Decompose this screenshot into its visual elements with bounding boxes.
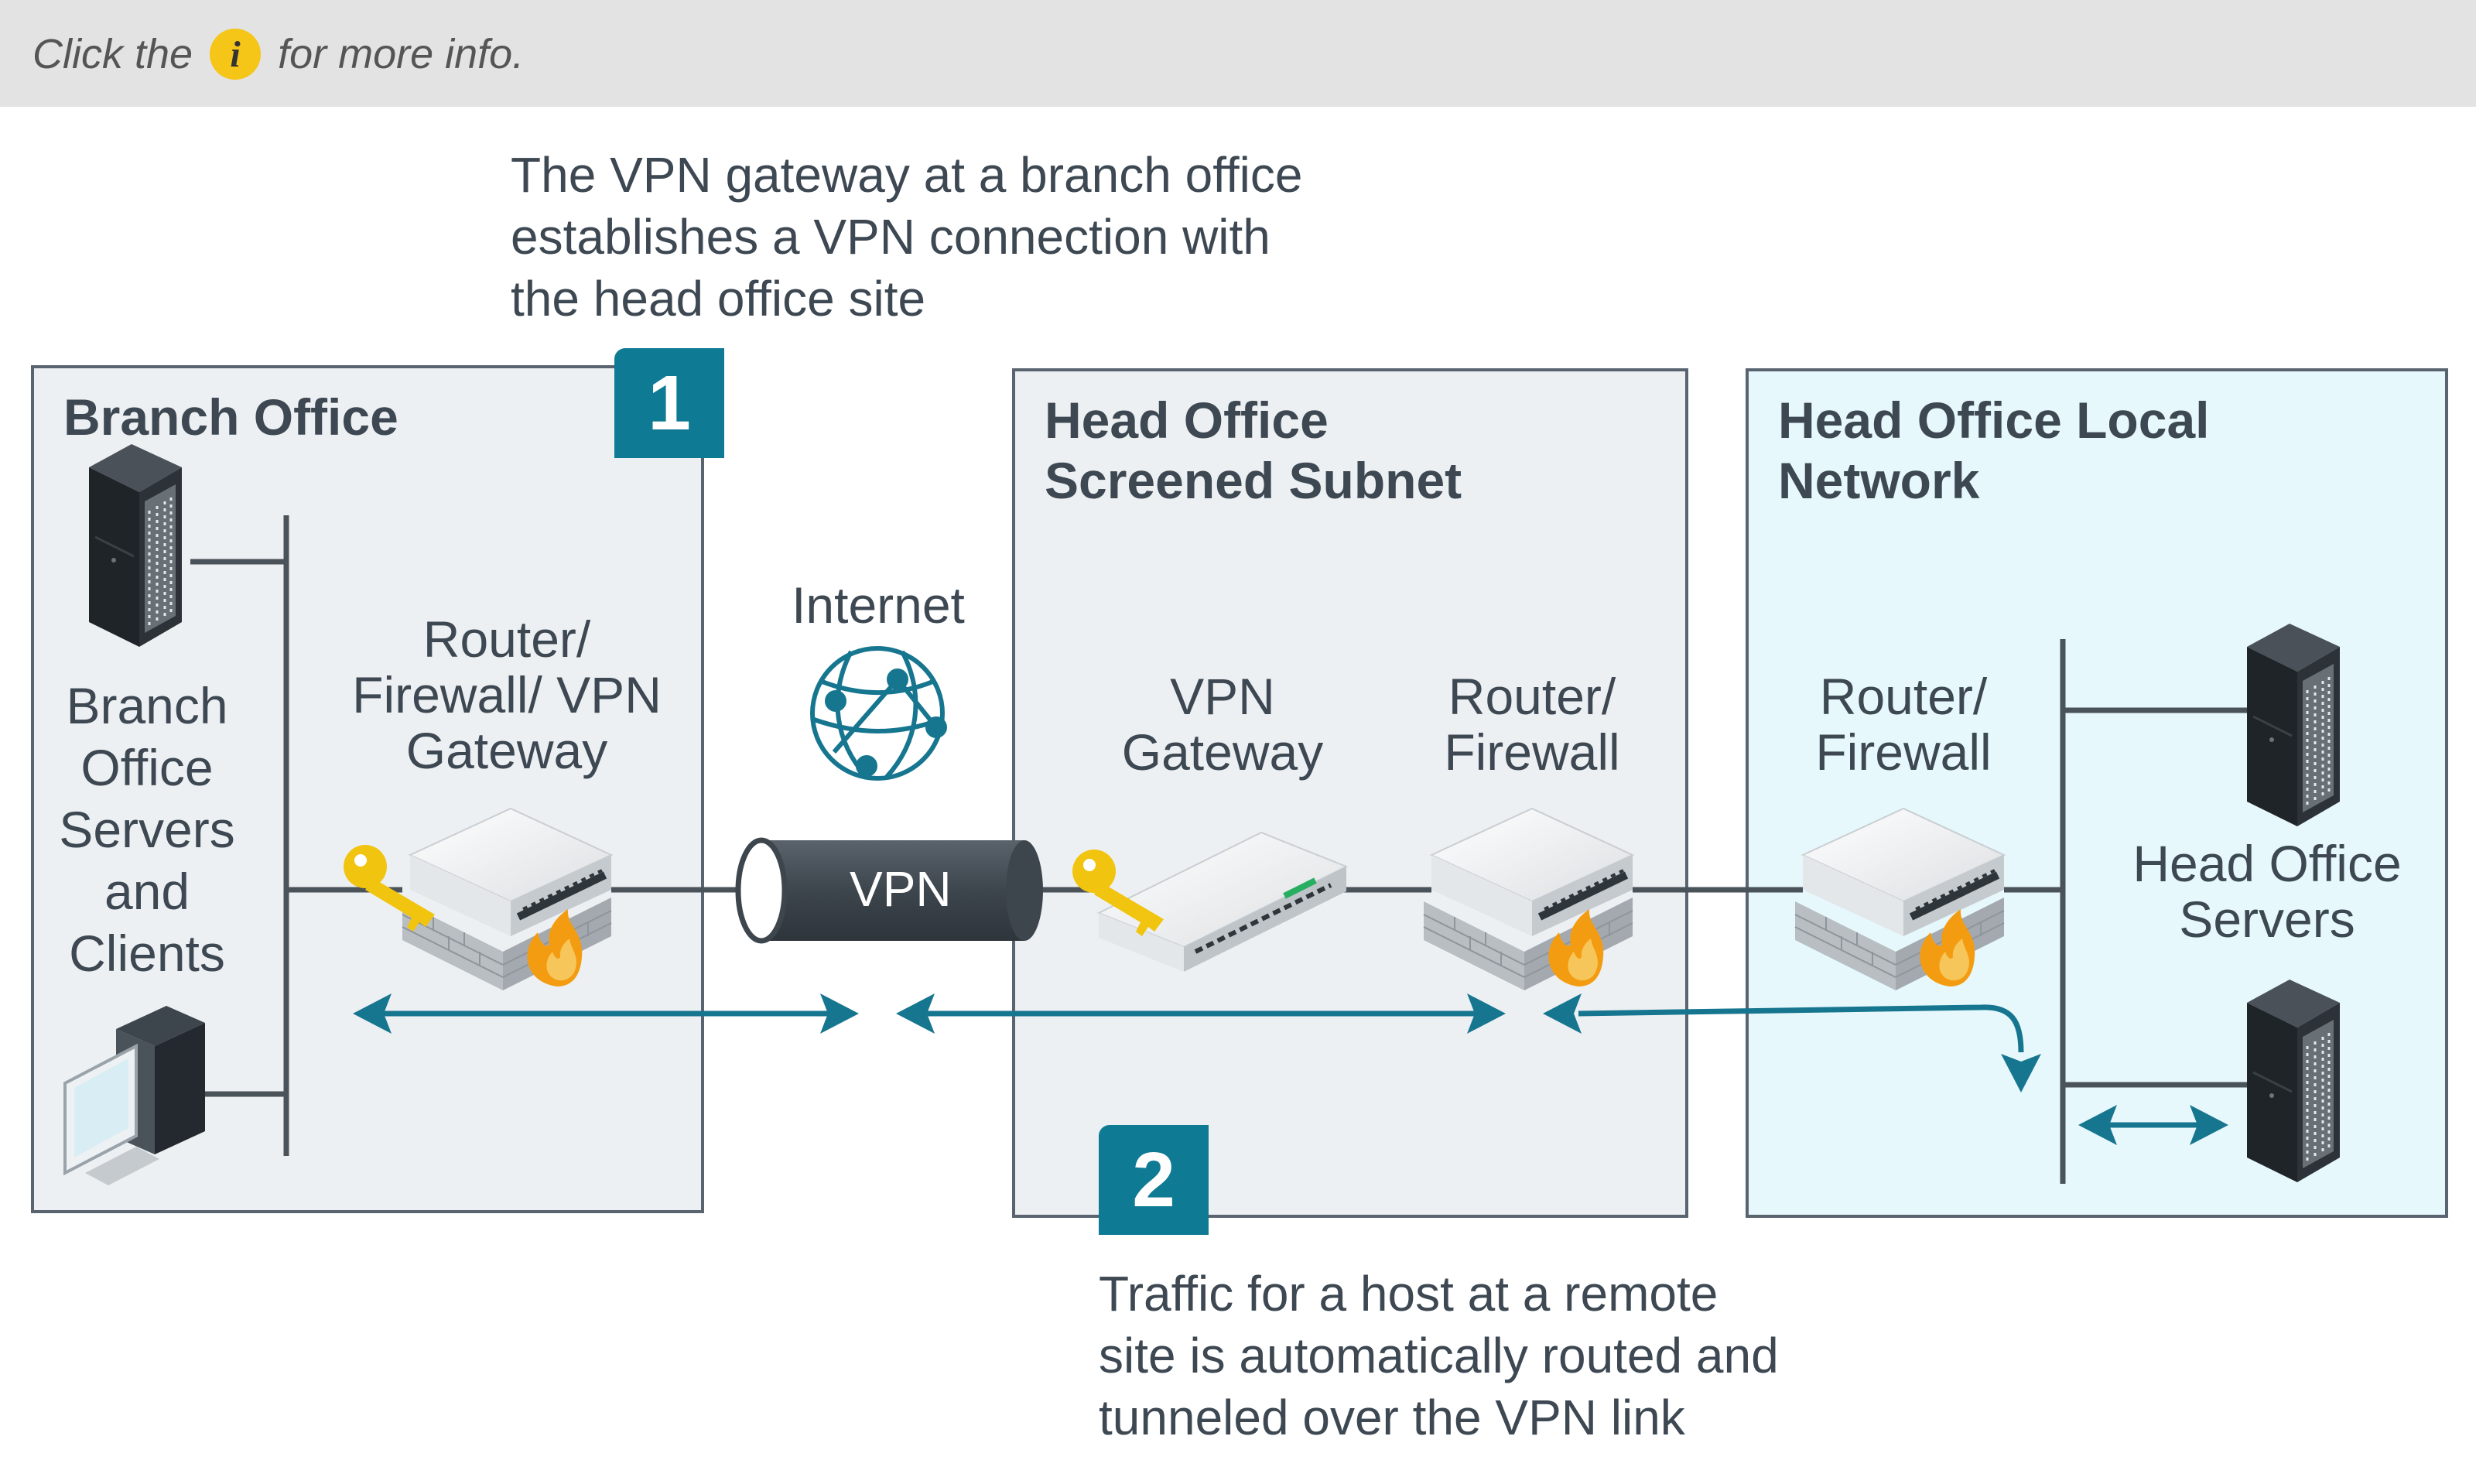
traffic-arrows	[353, 993, 2228, 1145]
info-bar: Click the i for more info.	[0, 0, 2476, 107]
branch-router-label: Router/ Firewall/ VPN Gateway	[352, 610, 662, 779]
head-office-server2-icon	[2245, 978, 2341, 1184]
branch-router-firewall-icon	[402, 809, 611, 990]
vpn-gateway-label: VPN Gateway	[1121, 668, 1324, 781]
screened-router-label: Router/ Firewall	[1444, 668, 1620, 781]
info-icon[interactable]: i	[210, 29, 262, 80]
local-router-label: Router/ Firewall	[1815, 668, 1992, 781]
internet-globe-icon	[810, 646, 947, 781]
step1-badge[interactable]: 1	[614, 348, 724, 458]
screened-subnet-zone: Head Office Screened Subnet	[1012, 368, 1688, 1218]
vpn-tunnel-label: VPN	[850, 861, 952, 917]
branch-server-icon	[87, 443, 183, 648]
head-office-server1-icon	[2245, 622, 2341, 828]
hint-text-before: Click the	[32, 31, 193, 77]
vpn-gateway-icon	[1096, 831, 1349, 972]
step2-callout-text: Traffic for a host at a remote site is a…	[1099, 1266, 1779, 1445]
branch-client-icon	[63, 1006, 205, 1185]
step2-badge[interactable]: 2	[1099, 1125, 1209, 1235]
vpn-tunnel-icon	[735, 837, 1043, 944]
screened-subnet-title: Head Office Screened Subnet	[1045, 392, 1462, 509]
internet-label: Internet	[792, 576, 965, 634]
step1-callout-text: The VPN gateway at a branch office estab…	[511, 147, 1303, 327]
branch-office-title: Branch Office	[63, 388, 398, 446]
screened-router-firewall-icon	[1424, 809, 1633, 990]
head-office-servers-label: Head Office Servers	[2132, 835, 2402, 948]
local-router-firewall-icon	[1795, 809, 2004, 990]
info-hint: Click the i for more info.	[32, 26, 524, 82]
branch-servers-label: Branch Office Servers and Clients	[59, 677, 235, 982]
local-network-title: Head Office Local Network	[1778, 392, 2210, 509]
hint-text-after: for more info.	[278, 31, 525, 77]
